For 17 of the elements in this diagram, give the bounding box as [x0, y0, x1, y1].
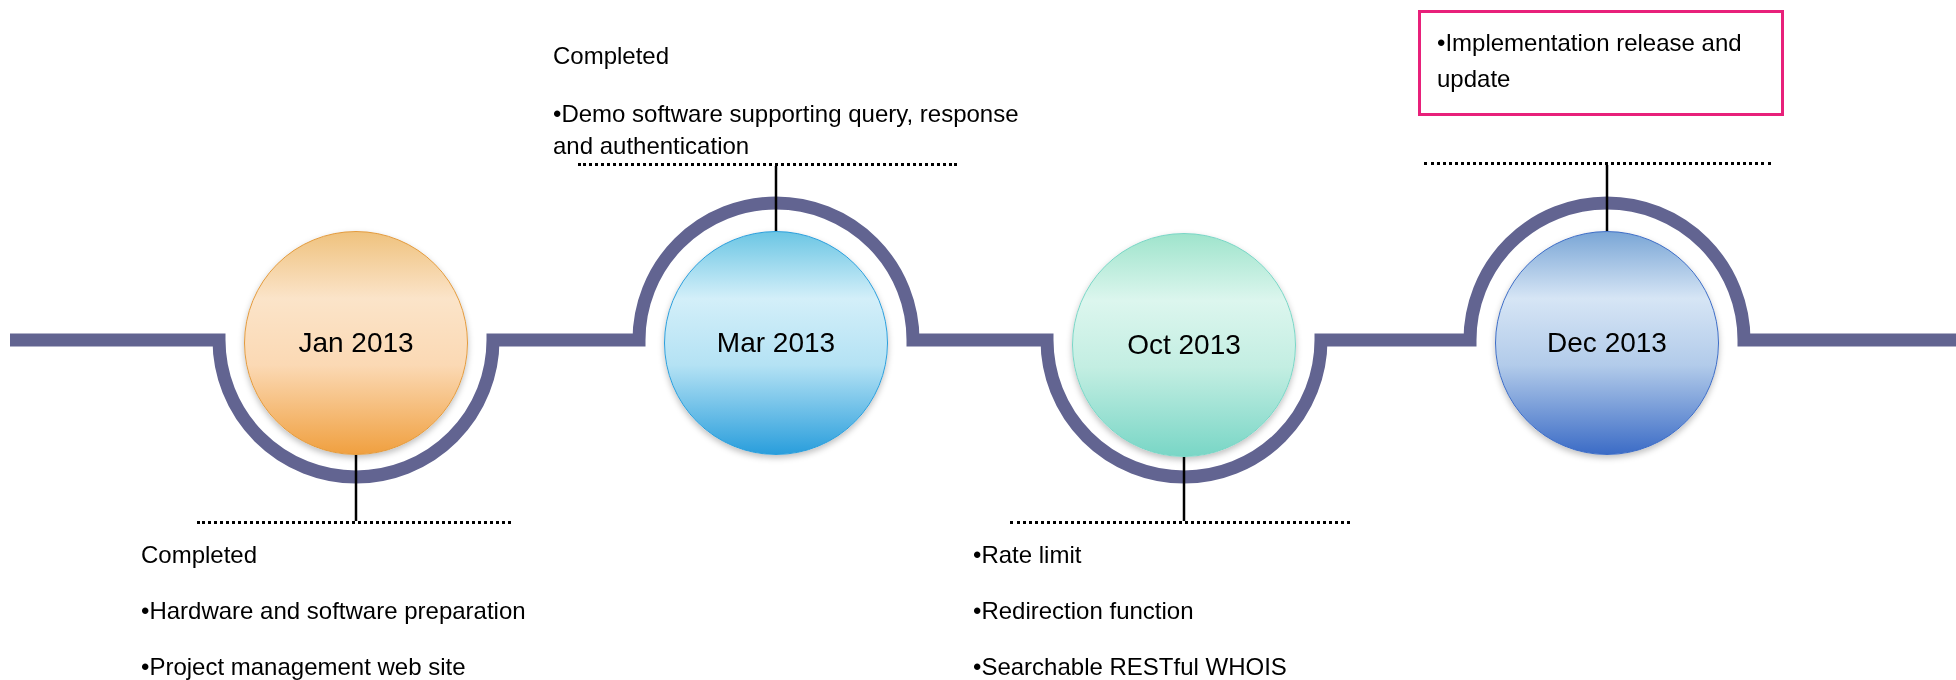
connector-line — [354, 455, 358, 521]
milestone-text: Completed — [553, 41, 671, 71]
milestone-text: •Searchable RESTful WHOIS — [973, 652, 1288, 680]
callout-box: •Implementation release and update — [1418, 10, 1784, 116]
date-label: Dec 2013 — [1547, 326, 1667, 360]
date-label: Jan 2013 — [298, 326, 414, 360]
date-label: Mar 2013 — [716, 326, 836, 360]
milestone-text: •Hardware and software preparation — [141, 596, 527, 626]
milestone-text: •Project management web site — [141, 652, 467, 680]
milestone-text: •Demo software supporting query, response and authentication — [553, 99, 1020, 161]
date-label: Oct 2013 — [1127, 328, 1241, 362]
connector-line — [1605, 165, 1609, 231]
milestone-text: •Redirection function — [973, 596, 1195, 626]
milestone-text: Completed — [141, 540, 259, 570]
connector-line — [1182, 457, 1186, 521]
connector-line — [774, 166, 778, 231]
milestone-text: •Rate limit — [973, 540, 1083, 570]
